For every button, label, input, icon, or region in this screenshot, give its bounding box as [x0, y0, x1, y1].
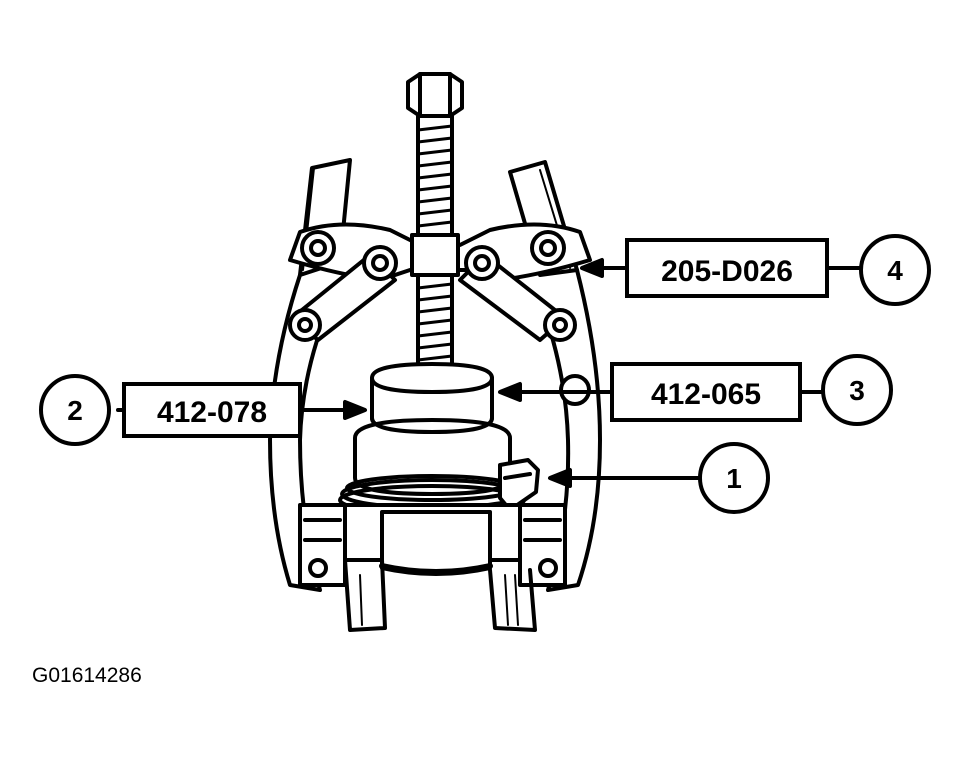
- callout-4: 205-D026 4: [625, 234, 931, 306]
- callout-3: 412-065 3: [610, 354, 893, 426]
- tool-label-205-D026: 205-D026: [661, 255, 793, 288]
- leader-arrows: [116, 258, 862, 488]
- callout-2: 2 412-078: [39, 374, 302, 446]
- pivot-pins: [288, 230, 591, 406]
- figure-id: G01614286: [32, 664, 142, 687]
- tool-label-box-4: [625, 238, 829, 298]
- forcing-screw: [406, 72, 464, 378]
- tool-label-412-078: 412-078: [157, 396, 267, 429]
- callout-circle-4: [859, 234, 931, 306]
- callout-number-3: 3: [849, 375, 865, 406]
- tool-label-box-2: [122, 382, 302, 438]
- callout-number-2: 2: [67, 395, 83, 426]
- callout-circle-3: [821, 354, 893, 426]
- callout-number-4: 4: [887, 255, 903, 286]
- callout-number-1: 1: [726, 463, 742, 494]
- tool-label-box-3: [610, 362, 802, 422]
- housing: [298, 503, 567, 632]
- tool-label-412-065: 412-065: [651, 378, 761, 411]
- callout-1: 1: [698, 442, 770, 514]
- callout-circle-2: [39, 374, 111, 446]
- callout-circle-1: [698, 442, 770, 514]
